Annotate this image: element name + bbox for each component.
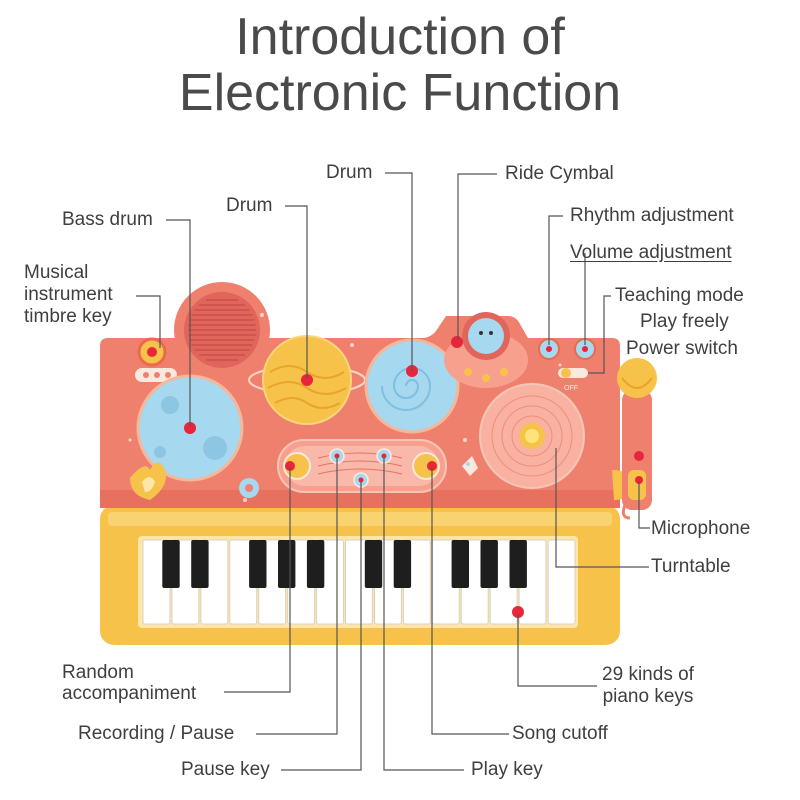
label-drum-top: Drum: [326, 162, 373, 183]
black-key[interactable]: [451, 540, 469, 588]
black-key[interactable]: [162, 540, 180, 588]
label-timbre-key-line1: Musical: [24, 262, 89, 283]
drum-pad-right[interactable]: [364, 338, 460, 434]
label-volume-adjustment: Volume adjustment: [570, 242, 732, 263]
page-title-line1: Introduction of: [235, 8, 565, 66]
instrument-icons: [135, 368, 177, 382]
turntable[interactable]: [479, 383, 585, 489]
ride-cymbal[interactable]: [444, 312, 528, 388]
decor-stars: [128, 313, 562, 502]
label-recording-pause: Recording / Pause: [78, 723, 235, 744]
label-pause-key: Pause key: [181, 759, 270, 780]
speaker-grille: [188, 299, 256, 361]
label-ride-cymbal: Ride Cymbal: [505, 163, 614, 184]
black-key[interactable]: [364, 540, 383, 588]
label-microphone: Microphone: [651, 518, 751, 539]
label-play-freely: Play freely: [640, 311, 729, 332]
label-random-accompaniment-line1: Random: [62, 662, 134, 683]
label-random-accompaniment-line2: accompaniment: [62, 683, 197, 704]
black-key[interactable]: [509, 540, 527, 588]
label-turntable: Turntable: [651, 556, 731, 577]
song-cutoff-button[interactable]: [412, 452, 440, 480]
label-teaching-mode: Teaching mode: [615, 285, 744, 306]
leader-lines: [136, 172, 650, 771]
flame-decoration: [130, 462, 166, 500]
mode-switch[interactable]: [558, 368, 588, 378]
label-rhythm-adjustment: Rhythm adjustment: [570, 205, 734, 226]
label-piano-keys-line2: piano keys: [602, 686, 694, 707]
label-power-switch: Power switch: [626, 338, 738, 359]
piano-key-dot: [512, 606, 524, 618]
black-keys[interactable]: [162, 540, 527, 588]
black-key[interactable]: [278, 540, 296, 588]
label-timbre-key-line3: timbre key: [24, 306, 112, 327]
white-key[interactable]: [547, 539, 576, 625]
label-song-cutoff: Song cutoff: [512, 723, 608, 744]
control-panel: [277, 439, 447, 493]
label-piano-keys-line1: 29 kinds of: [602, 664, 694, 685]
label-drum-left: Drum: [226, 195, 273, 216]
black-key[interactable]: [480, 540, 498, 588]
label-bass-drum: Bass drum: [62, 209, 153, 230]
label-timbre-key-line2: instrument: [24, 284, 113, 305]
bass-drum-pad[interactable]: [136, 374, 244, 482]
page-title-line2: Electronic Function: [178, 64, 622, 122]
rocket-decoration: [462, 456, 478, 476]
black-key[interactable]: [393, 540, 412, 588]
small-planet-decoration: [239, 478, 259, 498]
timbre-key[interactable]: [137, 337, 167, 367]
play-button[interactable]: [376, 448, 392, 464]
microphone[interactable]: [612, 358, 657, 520]
switch-off-text: OFF: [564, 385, 578, 392]
black-key[interactable]: [306, 540, 325, 588]
black-key[interactable]: [249, 540, 267, 588]
black-key[interactable]: [191, 540, 209, 588]
random-accompaniment-button[interactable]: [283, 452, 311, 480]
label-play-key: Play key: [471, 759, 543, 780]
